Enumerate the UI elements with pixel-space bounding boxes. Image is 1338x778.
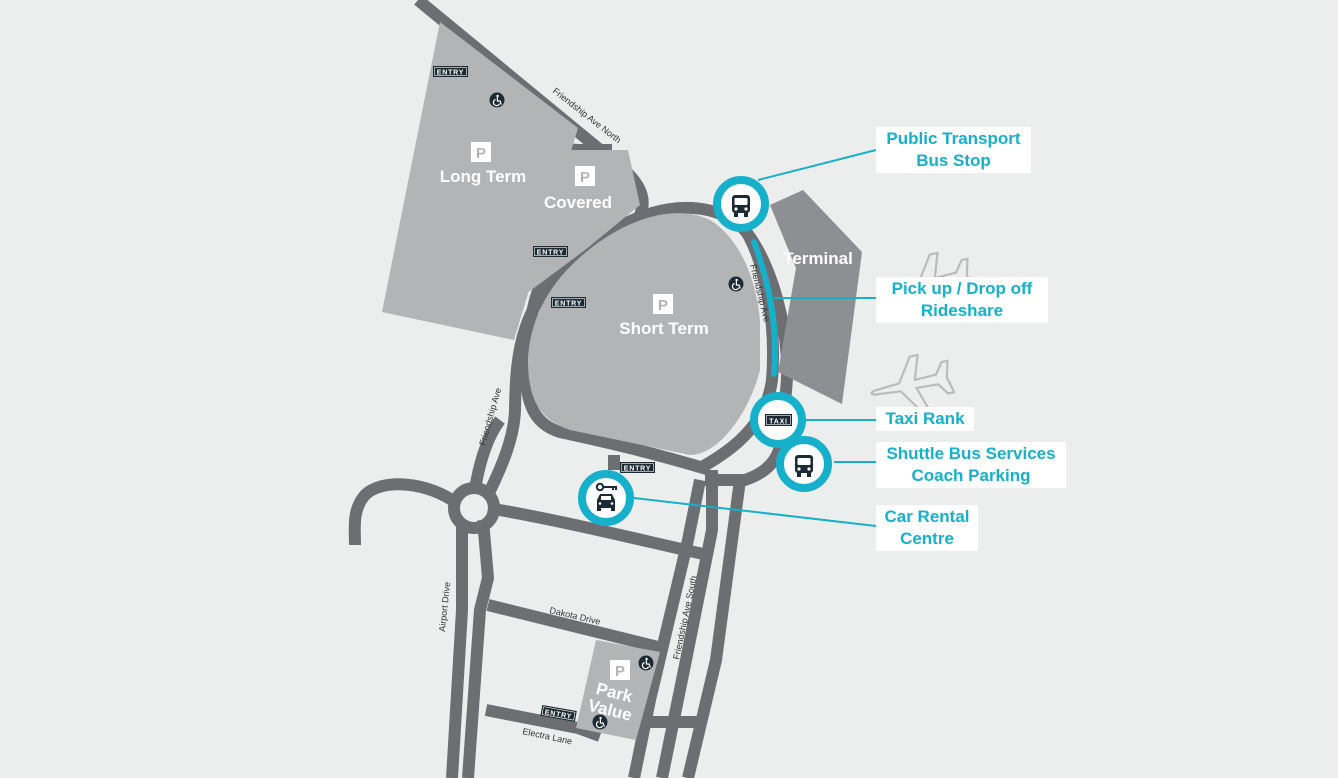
- accessible-parking-icon: [591, 713, 609, 731]
- svg-text:ENTRY: ENTRY: [544, 709, 572, 721]
- entry-badge-park-value: ENTRY: [540, 704, 577, 722]
- parking-symbol: P: [476, 145, 486, 162]
- callout-line: Car Rental: [884, 507, 970, 526]
- callout-taxi-rank: Taxi Rank: [876, 407, 974, 431]
- car-rental-marker: [578, 470, 634, 526]
- entry-badge-south: ENTRY: [620, 462, 655, 473]
- roundabout: [448, 482, 500, 534]
- callout-line: Bus Stop: [916, 151, 991, 170]
- lot-covered: [526, 150, 640, 294]
- road-friendship-ave-south-east: [682, 479, 746, 778]
- parking-symbol: P: [580, 169, 590, 186]
- svg-text:ENTRY: ENTRY: [624, 466, 651, 473]
- terminal-label: Terminal: [783, 249, 853, 268]
- road-main-loop: [482, 201, 794, 498]
- lot-long-term: [382, 22, 578, 340]
- accessible-parking-icon: [727, 275, 745, 293]
- parking-sign-long-term: P: [471, 142, 491, 162]
- svg-text:ENTRY: ENTRY: [437, 70, 464, 77]
- svg-text:ENTRY: ENTRY: [555, 301, 582, 308]
- entry-badge-long-term: ENTRY: [433, 66, 468, 77]
- svg-text:TAXI: TAXI: [769, 419, 788, 426]
- accessible-parking-icon: [488, 91, 506, 109]
- parking-sign-park-value: P: [610, 660, 630, 680]
- callout-line: Rideshare: [920, 301, 1004, 320]
- callout-pickup-dropoff-rideshare: Pick up / Drop off Rideshare: [876, 277, 1048, 323]
- svg-text:ENTRY: ENTRY: [537, 250, 564, 257]
- car-key-icon: [595, 482, 617, 511]
- parking-symbol: P: [615, 663, 625, 680]
- parking-symbol: P: [658, 297, 668, 314]
- callout-line: Pick up / Drop off: [891, 279, 1033, 298]
- callout-car-rental-centre: Car Rental Centre: [876, 505, 978, 551]
- road-airport-drive-east: [462, 519, 494, 778]
- callout-leaders: [633, 149, 877, 527]
- callout-line: Public Transport: [886, 129, 1021, 148]
- public-transport-bus-stop-marker: [713, 176, 769, 232]
- lot-label-covered: Covered: [544, 193, 612, 212]
- lot-label-long-term: Long Term: [440, 167, 527, 186]
- shuttle-bus-marker: [776, 436, 832, 492]
- parking-sign-short-term: P: [653, 294, 673, 314]
- pickup-dropoff-zone-highlight: [751, 239, 779, 377]
- callout-shuttle-bus-services: Shuttle Bus Services Coach Parking: [876, 442, 1066, 488]
- callout-line: Centre: [900, 529, 954, 548]
- street-label-airport-drive: Airport Drive: [437, 581, 452, 632]
- entry-badge-covered: ENTRY: [533, 246, 568, 257]
- road-inner-bottom: [520, 359, 712, 476]
- parking-sign-covered: P: [575, 166, 595, 186]
- taxi-sign-icon: TAXI: [765, 414, 792, 426]
- road-airport-drive: [446, 525, 468, 778]
- callout-public-transport-bus-stop: Public Transport Bus Stop: [876, 127, 1031, 173]
- callout-line: Taxi Rank: [885, 409, 965, 428]
- road-roundabout-west: [348, 478, 456, 546]
- road-dakota-drive: [486, 599, 664, 654]
- road-friendship-ave-south-inner: [628, 478, 706, 778]
- callout-line: Coach Parking: [911, 466, 1031, 485]
- taxi-rank-marker: TAXI: [750, 392, 806, 448]
- accessible-parking-icon: [637, 654, 655, 672]
- entry-badge-short-term: ENTRY: [551, 297, 586, 308]
- callout-line: Shuttle Bus Services: [886, 444, 1056, 463]
- lot-short-term: [528, 213, 760, 455]
- lot-label-short-term: Short Term: [619, 319, 708, 338]
